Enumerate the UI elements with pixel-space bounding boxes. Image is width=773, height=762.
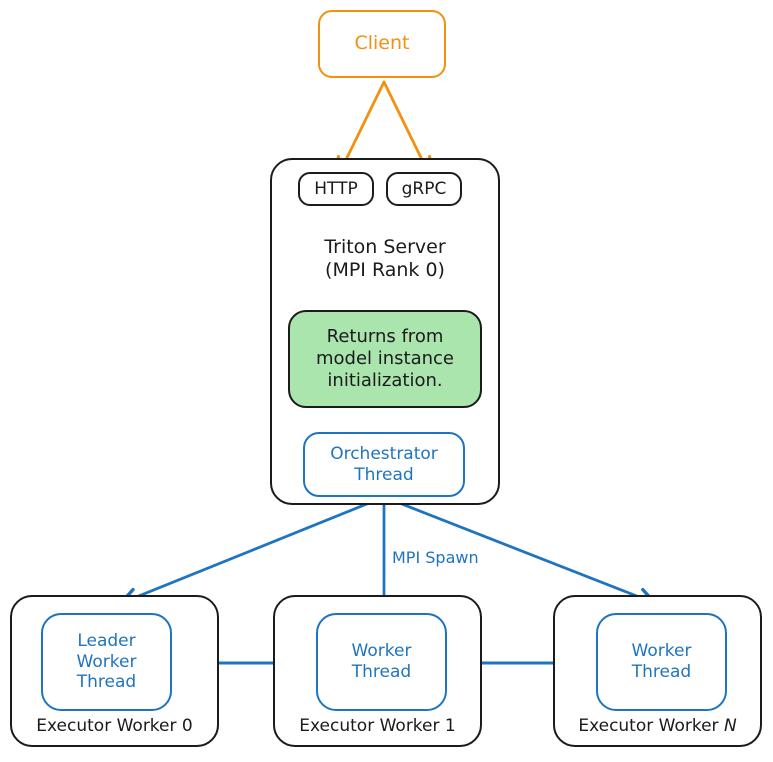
executor-worker-n-caption-prefix: Executor Worker xyxy=(578,716,724,736)
protocol-box-http[interactable]: HTTP xyxy=(298,172,374,206)
client-label: Client xyxy=(354,32,410,55)
executor-worker-n-caption: Executor Worker N xyxy=(553,716,762,736)
worker-thread-box-n[interactable]: Worker Thread xyxy=(596,613,727,711)
worker-thread-box-1[interactable]: Worker Thread xyxy=(316,613,447,711)
worker-thread-label-n: Worker Thread xyxy=(631,641,692,682)
protocol-box-grpc[interactable]: gRPC xyxy=(386,172,462,206)
worker-thread-box-0[interactable]: Leader Worker Thread xyxy=(41,613,172,711)
orchestrator-thread-box[interactable]: Orchestrator Thread xyxy=(303,432,465,497)
init-note-box[interactable]: Returns from model instance initializati… xyxy=(288,310,482,408)
executor-worker-n-caption-suffix: N xyxy=(723,716,737,736)
protocol-label-http: HTTP xyxy=(314,178,358,199)
triton-server-title: Triton Server (MPI Rank 0) xyxy=(324,235,446,281)
mpi-spawn-label: MPI Spawn xyxy=(392,548,479,567)
edge-orchestrator-to-worker-0 xyxy=(124,495,386,602)
protocol-label-grpc: gRPC xyxy=(401,178,447,199)
executor-worker-1-caption: Executor Worker 1 xyxy=(299,716,456,736)
worker-thread-label-0: Leader Worker Thread xyxy=(76,630,137,693)
client-box[interactable]: Client xyxy=(318,10,446,78)
orchestrator-thread-label: Orchestrator Thread xyxy=(330,443,438,485)
worker-thread-label-1: Worker Thread xyxy=(351,641,412,682)
init-note-label: Returns from model instance initializati… xyxy=(315,326,455,391)
triton-server-title-wrap: Triton Server (MPI Rank 0) xyxy=(278,228,492,290)
executor-worker-0-caption: Executor Worker 0 xyxy=(36,716,193,736)
